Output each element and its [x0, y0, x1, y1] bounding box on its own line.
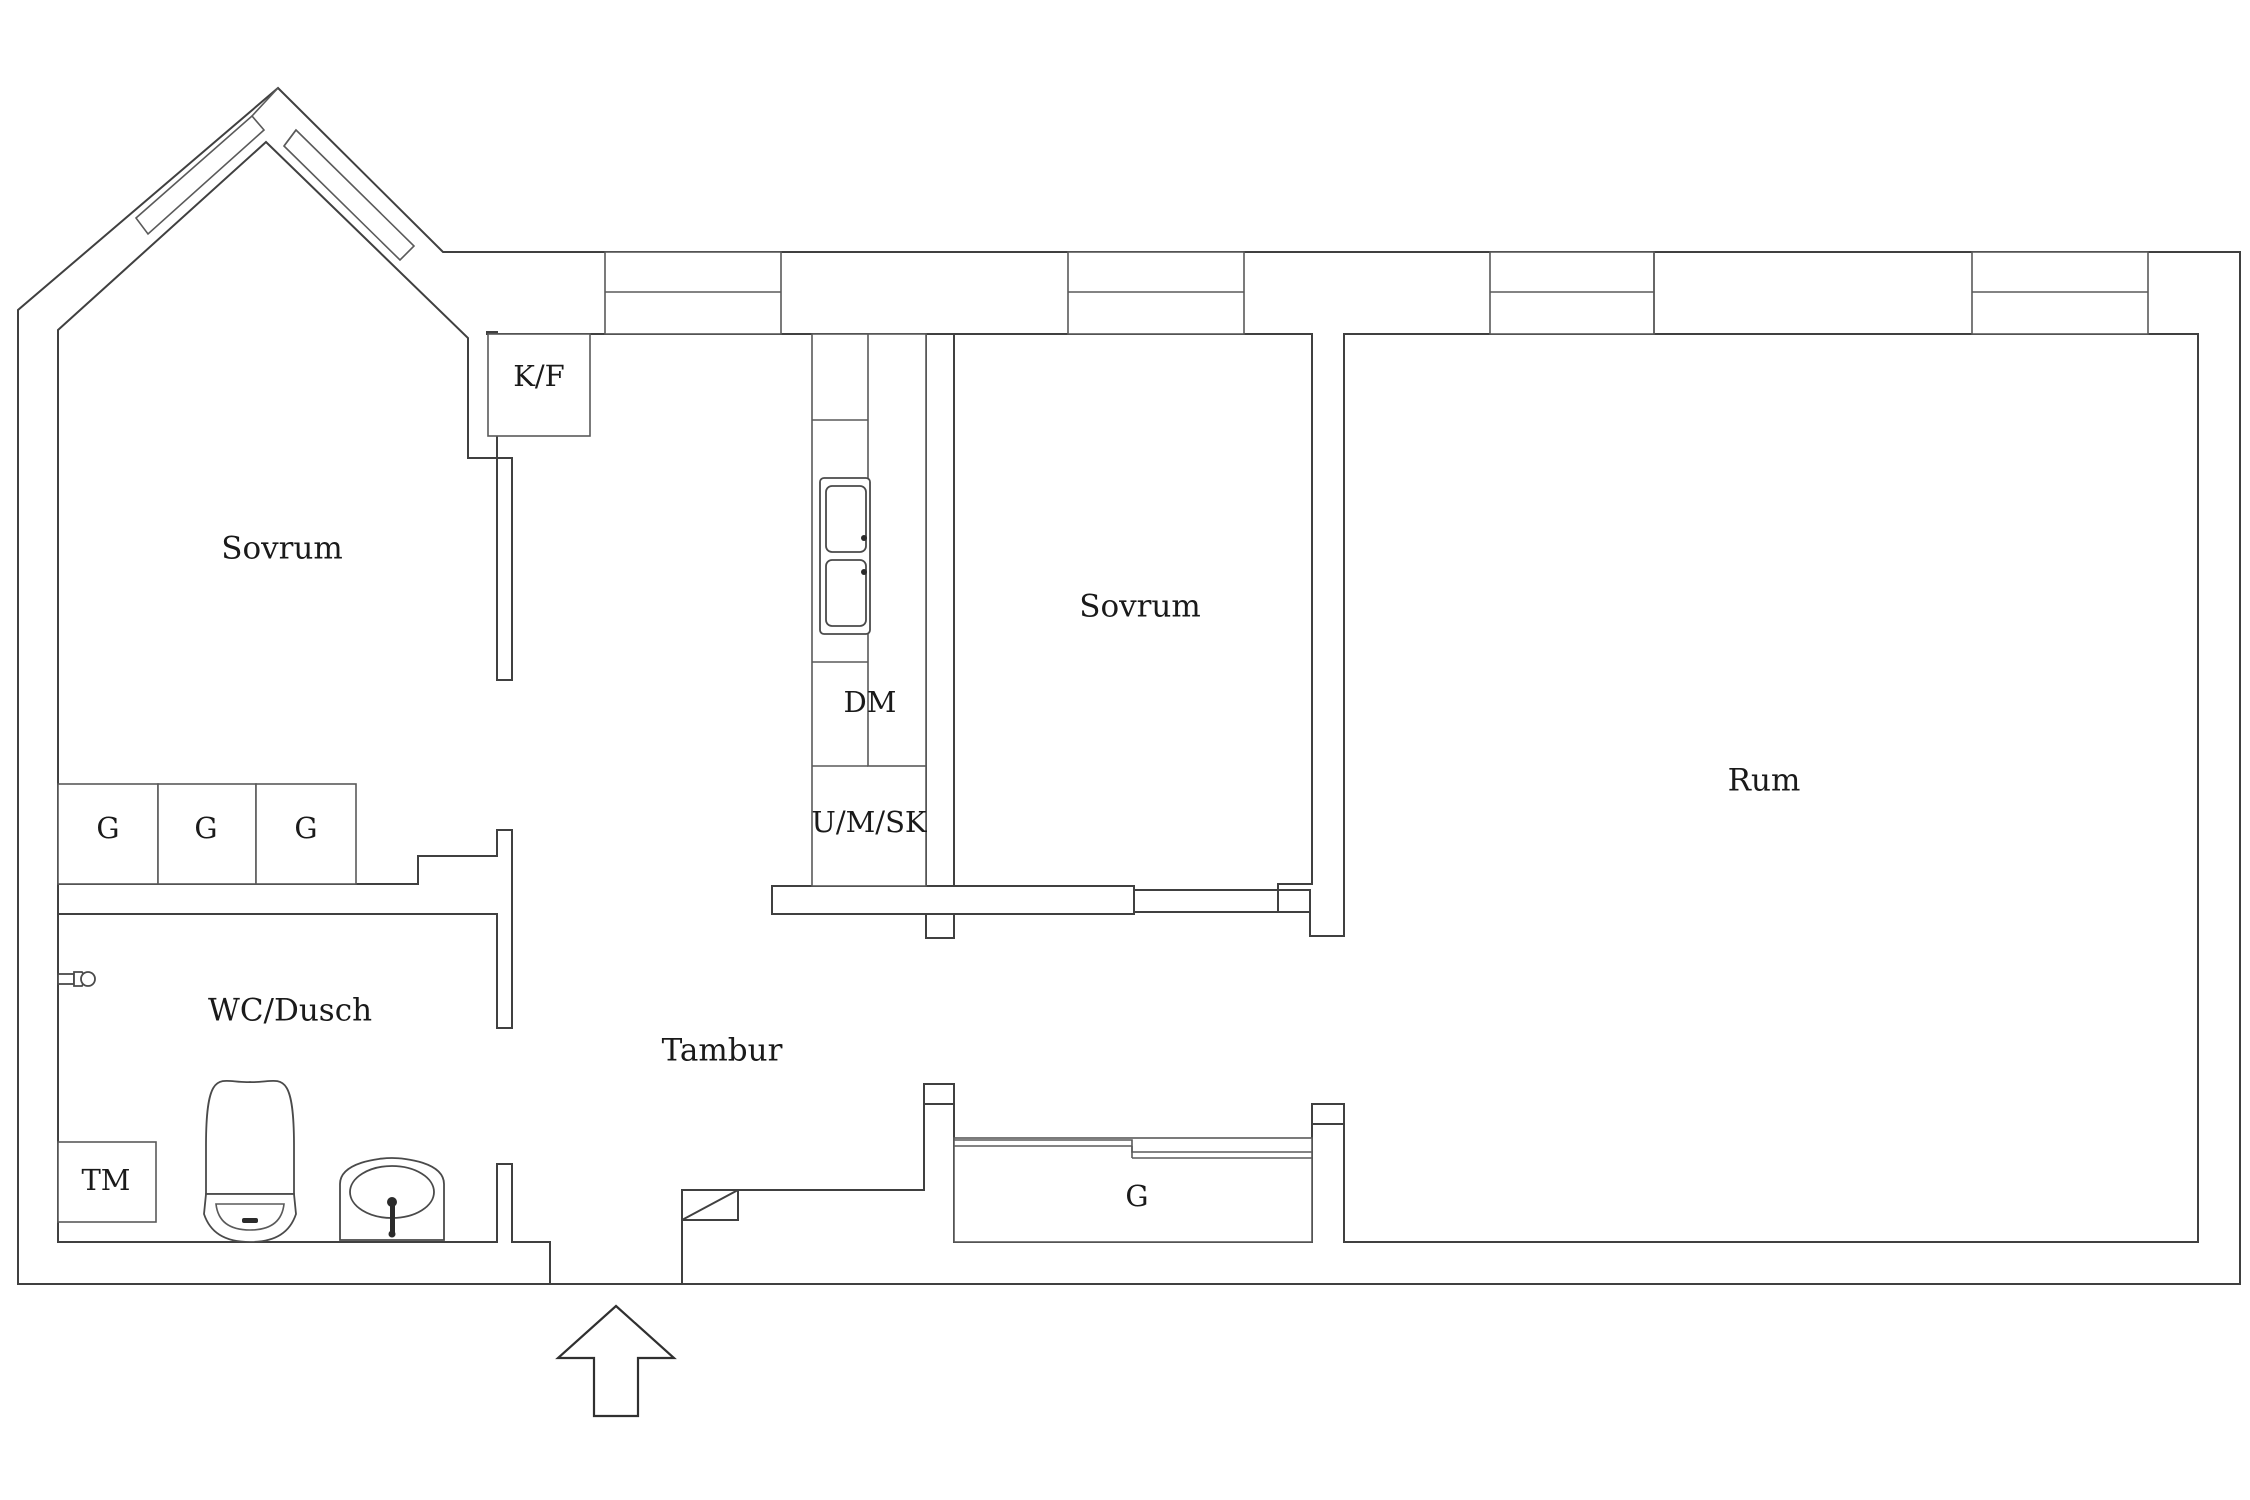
interior-walls [57, 829, 1345, 1222]
room-label-bedroom-middle: Sovrum [1079, 589, 1201, 625]
wardrobe-2-box [157, 783, 257, 885]
label-wardrobe-2: G [194, 811, 217, 845]
label-dishwasher: DM [844, 685, 897, 719]
room-label-living-room: Rum [1728, 763, 1801, 799]
wardrobe-hall-box [953, 1137, 1313, 1243]
shower-head-icon [57, 971, 96, 987]
outer-walls [17, 86, 2241, 1285]
washing-machine-box [57, 1141, 157, 1223]
label-wardrobe-hall: G [1125, 1179, 1148, 1213]
label-washing-machine: TM [81, 1163, 130, 1197]
fridge-freezer-box [487, 333, 591, 437]
wardrobe-3-box [255, 783, 357, 885]
kitchen-island-strip [867, 333, 927, 767]
room-label-hallway: Tambur [662, 1033, 783, 1069]
labels: Sovrum Sovrum Rum WC/Dusch Tambur K/F DM… [81, 359, 1800, 1213]
washbasin-icon [339, 1157, 445, 1241]
label-wardrobe-3: G [294, 811, 317, 845]
label-fridge-freezer: K/F [513, 359, 565, 393]
room-label-bathroom: WC/Dusch [208, 993, 372, 1029]
label-wardrobe-1: G [96, 811, 119, 845]
entrance-arrow-icon [555, 1304, 677, 1418]
label-oven-microwave-cabinet: U/M/SK [811, 805, 928, 839]
kitchen-sink-icon [819, 477, 871, 635]
room-label-bedroom-left: Sovrum [221, 531, 343, 567]
fixtures [57, 333, 1313, 1243]
toilet-icon [203, 1079, 297, 1243]
